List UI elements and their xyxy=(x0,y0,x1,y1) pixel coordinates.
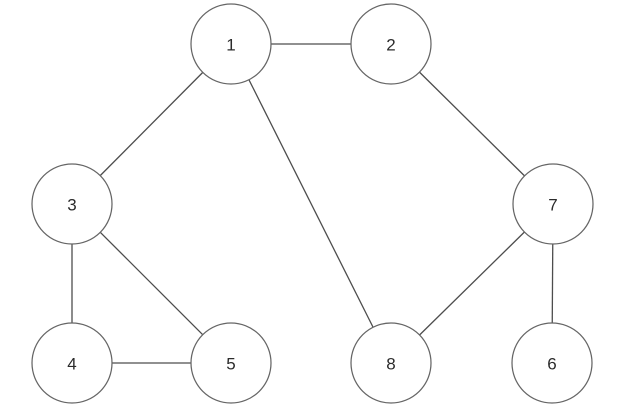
graph-node-circle-3[interactable] xyxy=(31,163,113,245)
graph-node-label-5: 5 xyxy=(226,355,235,374)
graph-node-5[interactable]: 5 xyxy=(190,322,272,404)
graph-node-label-2: 2 xyxy=(386,36,395,55)
graph-node-label-3: 3 xyxy=(67,196,76,215)
graph-edge-3-5 xyxy=(99,231,204,336)
graph-node-2[interactable]: 2 xyxy=(350,3,432,85)
graph-edge-7-8 xyxy=(419,231,525,336)
graph-node-8[interactable]: 8 xyxy=(350,322,432,404)
graph-node-circle-4[interactable] xyxy=(31,322,113,404)
graph-node-1[interactable]: 1 xyxy=(190,3,272,85)
graph-node-6[interactable]: 6 xyxy=(511,322,593,404)
graph-node-label-7: 7 xyxy=(548,196,557,215)
graph-node-label-6: 6 xyxy=(547,355,556,374)
graph-edge-1-3 xyxy=(99,71,204,177)
graph-edge-1-8 xyxy=(248,79,374,328)
graph-node-circle-5[interactable] xyxy=(190,322,272,404)
graph-node-7[interactable]: 7 xyxy=(512,163,594,245)
graph-node-circle-8[interactable] xyxy=(350,322,432,404)
graph-node-label-4: 4 xyxy=(67,355,76,374)
edge-layer xyxy=(71,43,554,364)
graph-node-circle-6[interactable] xyxy=(511,322,593,404)
graph-node-circle-1[interactable] xyxy=(190,3,272,85)
node-layer: 1 2 3 7 4 5 8 6 xyxy=(31,3,594,404)
graph-node-circle-7[interactable] xyxy=(512,163,594,245)
graph-edge-2-7 xyxy=(419,71,525,177)
graph-node-label-1: 1 xyxy=(226,36,235,55)
graph-node-label-8: 8 xyxy=(386,355,395,374)
graph-edge-7-6 xyxy=(551,243,554,324)
graph-node-3[interactable]: 3 xyxy=(31,163,113,245)
graph-node-4[interactable]: 4 xyxy=(31,322,113,404)
graph-node-circle-2[interactable] xyxy=(350,3,432,85)
